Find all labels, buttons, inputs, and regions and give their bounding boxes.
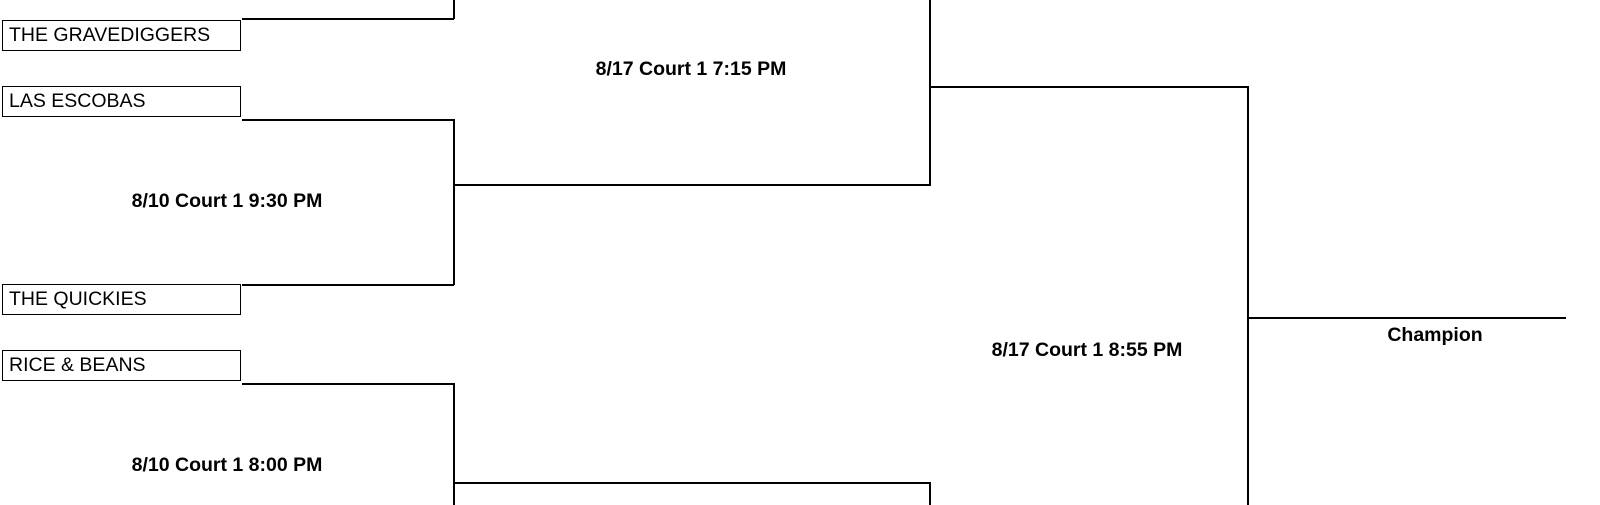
match-label-round1-b: 8/10 Court 1 8:00 PM — [131, 454, 323, 476]
bracket-line — [929, 0, 931, 186]
bracket-line — [242, 18, 454, 20]
bracket-line — [929, 482, 931, 505]
team-name: THE GRAVEDIGGERS — [9, 24, 211, 46]
bracket-line — [453, 0, 455, 19]
bracket-line — [453, 184, 930, 186]
match-label-round1-a: 8/10 Court 1 9:30 PM — [131, 190, 323, 212]
bracket-line — [242, 284, 454, 286]
bracket-line — [453, 383, 455, 505]
team-box-las-escobas: LAS ESCOBAS — [2, 86, 241, 117]
bracket-line — [242, 119, 454, 121]
bracket-line — [453, 482, 930, 484]
bracket-line — [1247, 86, 1249, 505]
team-box-the-quickies: THE QUICKIES — [2, 284, 241, 315]
team-box-gravediggers: THE GRAVEDIGGERS — [2, 20, 241, 51]
team-name: LAS ESCOBAS — [9, 90, 146, 112]
champion-label: Champion — [1387, 324, 1483, 346]
team-name: THE QUICKIES — [9, 288, 147, 310]
match-label-round2-top: 8/17 Court 1 7:15 PM — [595, 58, 787, 80]
team-box-rice-beans: RICE & BEANS — [2, 350, 241, 381]
bracket-line — [453, 119, 455, 285]
match-label-final: 8/17 Court 1 8:55 PM — [991, 339, 1183, 361]
champion-line — [1247, 317, 1566, 319]
bracket-line — [929, 86, 1248, 88]
team-name: RICE & BEANS — [9, 354, 146, 376]
bracket-line — [242, 383, 454, 385]
